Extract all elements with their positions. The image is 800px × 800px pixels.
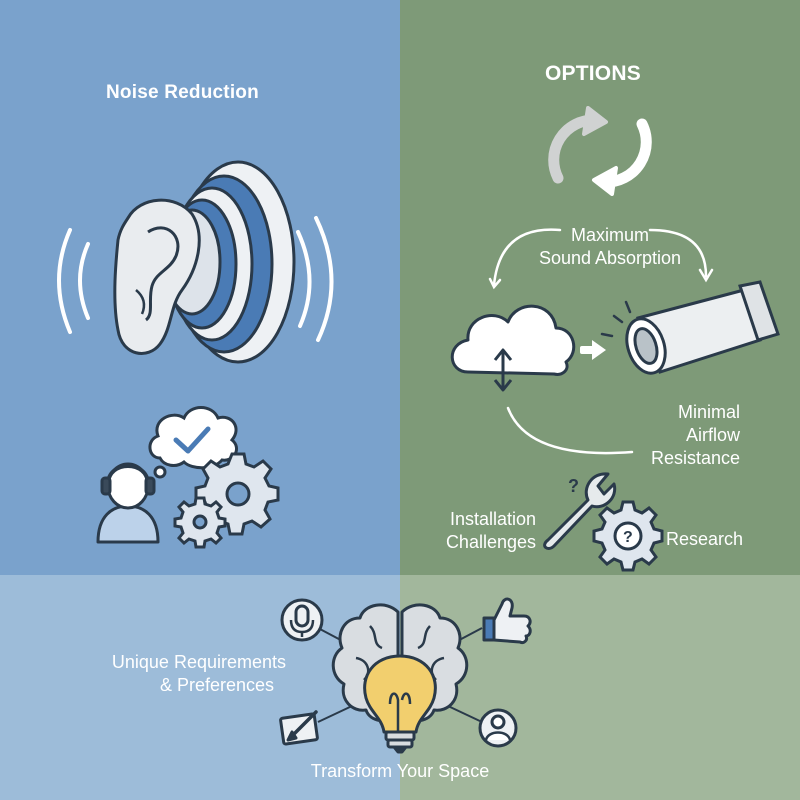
arrow-right-icon	[580, 340, 606, 360]
person-headphones-icon	[96, 462, 160, 544]
panel-bottom-right	[400, 575, 800, 800]
unique-requirements-label: Unique Requirements & Preferences	[60, 651, 286, 697]
microphone-icon	[280, 598, 324, 642]
minimal-label-line3: Resistance	[650, 448, 740, 468]
installation-label-line1: Installation	[449, 509, 536, 529]
cloud-sync-icon	[450, 304, 576, 392]
unique-label-line2: & Preferences	[159, 675, 274, 695]
thought-bubble-check-icon	[143, 406, 238, 487]
thumbs-up-icon	[482, 597, 532, 644]
unique-label-line1: Unique Requirements	[111, 652, 286, 672]
sound-wave-icon	[57, 216, 334, 342]
installation-label-line2: Challenges	[445, 532, 536, 552]
transform-your-space-label: Transform Your Space	[310, 761, 490, 781]
maximum-sound-absorption-label: Maximum Sound Absorption	[510, 224, 710, 270]
research-label: Research	[666, 529, 744, 549]
gear-question-icon: ?	[592, 500, 664, 572]
brain-icon	[331, 603, 469, 723]
svg-text:?: ?	[623, 529, 633, 546]
refresh-cycle-icon	[548, 106, 652, 196]
maximum-label-line2: Sound Absorption	[538, 248, 682, 268]
noise-reduction-title: Noise Reduction	[106, 82, 259, 103]
user-avatar-icon	[478, 708, 518, 748]
panel-bottom-left	[0, 575, 400, 800]
gears-icon	[173, 452, 280, 549]
maximum-label-line1: Maximum	[570, 225, 649, 245]
pipe-icon	[600, 280, 780, 375]
options-title: OPTIONS	[545, 62, 641, 85]
ear-icon	[113, 160, 296, 364]
options-flow-arrows	[488, 228, 714, 455]
minimal-label-line1: Minimal	[677, 402, 740, 422]
minimal-airflow-resistance-label: Minimal Airflow Resistance	[600, 401, 740, 470]
svg-text:?: ?	[568, 476, 579, 496]
installation-challenges-label: Installation Challenges	[410, 508, 536, 554]
wrench-question-icon: ?	[543, 472, 617, 550]
lightbulb-icon	[363, 654, 437, 754]
drawing-tablet-icon	[279, 710, 319, 746]
minimal-label-line2: Airflow	[685, 425, 740, 445]
